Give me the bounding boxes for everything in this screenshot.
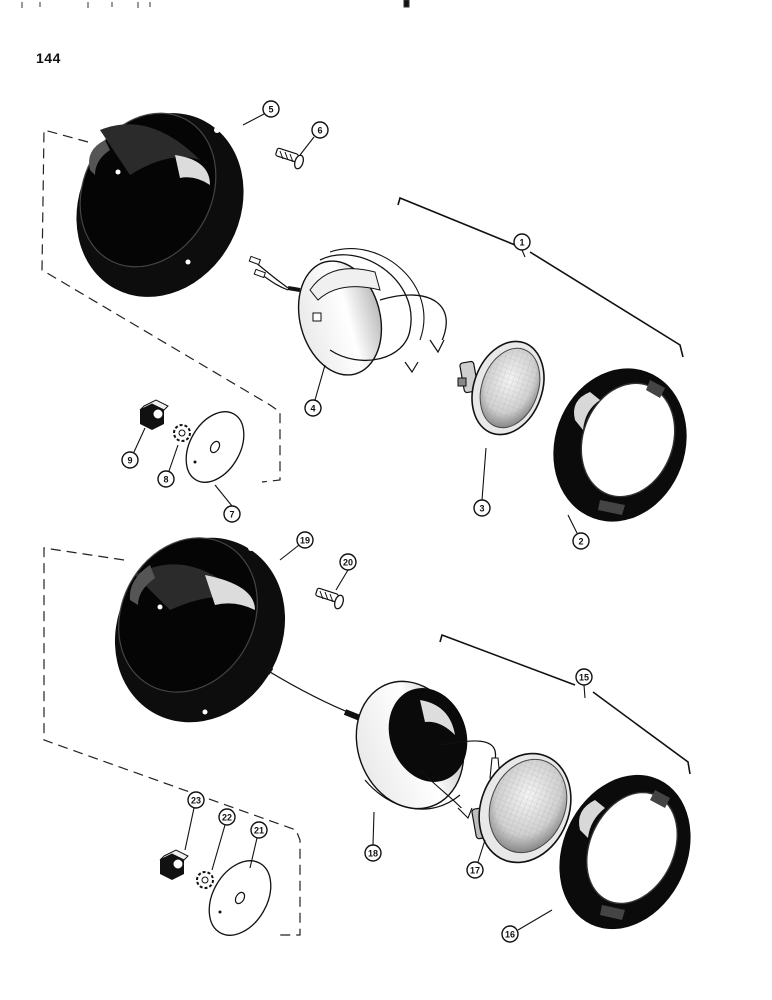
upper-assembly-bracket (397, 196, 684, 358)
callout-7: 7 (223, 505, 241, 523)
lower-lamp-bucket (266, 667, 501, 819)
callout-17: 17 (466, 861, 484, 879)
upper-sealed-beam-lamp (457, 340, 545, 436)
callout-16: 16 (501, 925, 519, 943)
svg-text:9: 9 (127, 456, 132, 466)
svg-text:4: 4 (310, 404, 315, 414)
upper-lock-washer (173, 424, 191, 442)
callout-15: 15 (575, 668, 593, 686)
upper-mounting-housing (76, 112, 244, 297)
svg-text:22: 22 (222, 813, 232, 823)
svg-text:7: 7 (229, 510, 234, 520)
svg-text:23: 23 (191, 796, 201, 806)
svg-text:20: 20 (343, 558, 353, 568)
lower-sealed-beam-lamp (471, 752, 572, 864)
svg-text:15: 15 (579, 673, 589, 683)
callout-22: 22 (218, 808, 236, 826)
lower-assembly-bracket (439, 633, 691, 775)
callout-8: 8 (157, 470, 175, 488)
svg-text:8: 8 (163, 475, 168, 485)
callout-1: 1 (513, 233, 531, 251)
svg-text:19: 19 (300, 536, 310, 546)
callout-6: 6 (311, 121, 329, 139)
callout-2: 2 (572, 532, 590, 550)
lower-dashed-guide (43, 547, 301, 936)
upper-flat-washer (185, 411, 245, 483)
svg-text:18: 18 (368, 849, 378, 859)
callout-3: 3 (473, 499, 491, 517)
callout-19: 19 (296, 531, 314, 549)
svg-text:17: 17 (470, 866, 480, 876)
svg-text:21: 21 (254, 826, 264, 836)
upper-lamp-bucket (248, 248, 447, 376)
svg-text:16: 16 (505, 930, 515, 940)
callout-4: 4 (304, 399, 322, 417)
callout-9: 9 (121, 451, 139, 469)
upper-hex-nut (139, 399, 169, 430)
callout-18: 18 (364, 844, 382, 862)
upper-bezel-ring (553, 368, 687, 522)
svg-text:3: 3 (479, 504, 484, 514)
lower-bezel-ring (559, 774, 691, 930)
lower-flat-washer (208, 860, 272, 936)
lower-hex-nut (159, 849, 189, 880)
page-number: 144 (36, 50, 61, 66)
svg-text:2: 2 (578, 537, 583, 547)
lower-lock-washer (196, 871, 214, 889)
callout-21: 21 (250, 821, 268, 839)
callout-23: 23 (187, 791, 205, 809)
svg-text:6: 6 (317, 126, 322, 136)
svg-text:5: 5 (268, 105, 273, 115)
callout-5: 5 (262, 100, 280, 118)
leader-lines (133, 113, 586, 931)
upper-dashed-guide (41, 129, 281, 483)
lower-mounting-housing (114, 537, 286, 723)
upper-screw (275, 147, 305, 170)
top-edge-marks (21, 0, 410, 8)
lower-screw (315, 587, 345, 610)
callout-20: 20 (339, 553, 357, 571)
svg-text:1: 1 (519, 238, 524, 248)
